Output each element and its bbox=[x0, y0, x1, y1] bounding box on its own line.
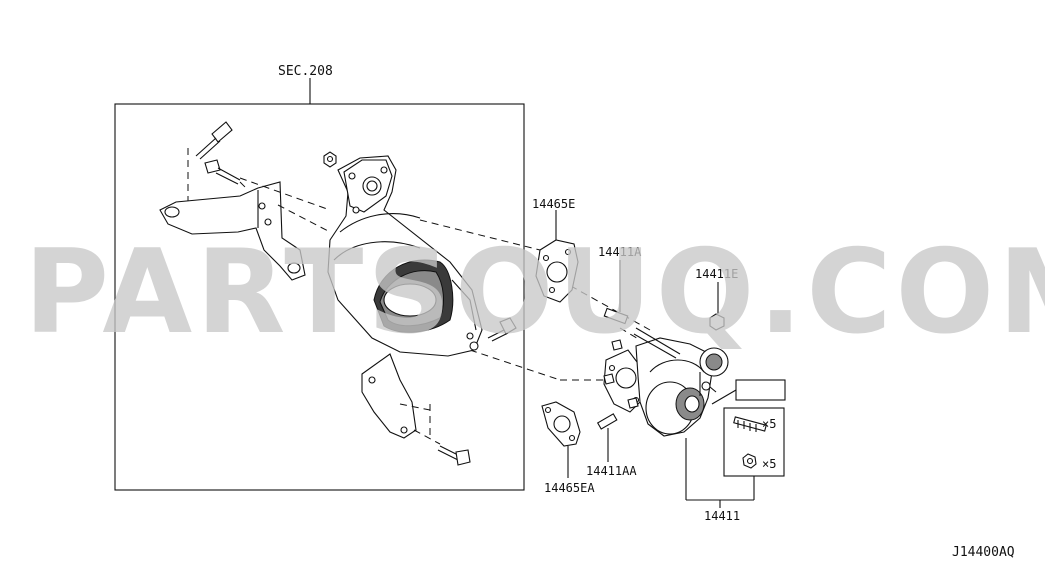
label-14465EA: 14465EA bbox=[544, 481, 595, 495]
label-14411A: 14411A bbox=[598, 245, 642, 259]
label-14465E: 14465E bbox=[532, 197, 575, 211]
gasket-lower bbox=[541, 401, 581, 478]
kit-nut-icon bbox=[742, 453, 757, 469]
kit-stud-icon bbox=[733, 416, 767, 432]
nut bbox=[709, 282, 725, 331]
section-box bbox=[114, 78, 525, 491]
watermark: PARTSOUQ.COM bbox=[24, 225, 1045, 360]
gasket-upper bbox=[535, 210, 579, 303]
converter-support-bracket bbox=[159, 181, 306, 281]
insulator-bolt bbox=[437, 445, 471, 466]
heat-insulator bbox=[361, 353, 441, 445]
sec-208-label: SEC.208 bbox=[278, 64, 333, 79]
catalytic-converter bbox=[327, 155, 483, 357]
bracket-bolt bbox=[204, 159, 249, 191]
diagram-code: J14400AQ bbox=[952, 545, 1015, 560]
blank-label-box bbox=[711, 379, 786, 405]
flange-nut bbox=[323, 151, 337, 168]
stud-lower bbox=[596, 413, 618, 462]
converter-bolt bbox=[487, 317, 517, 342]
nut-quantity: ×5 bbox=[762, 457, 776, 471]
turbocharger-assembly bbox=[603, 327, 729, 437]
assembly-leader-lines bbox=[685, 438, 755, 508]
stud-quantity: ×5 bbox=[762, 417, 776, 431]
label-14411AA: 14411AA bbox=[586, 464, 637, 478]
label-14411E: 14411E bbox=[695, 267, 738, 281]
upper-bracket-bolt bbox=[187, 121, 233, 205]
stud-upper bbox=[603, 260, 629, 325]
label-14411: 14411 bbox=[704, 509, 740, 523]
